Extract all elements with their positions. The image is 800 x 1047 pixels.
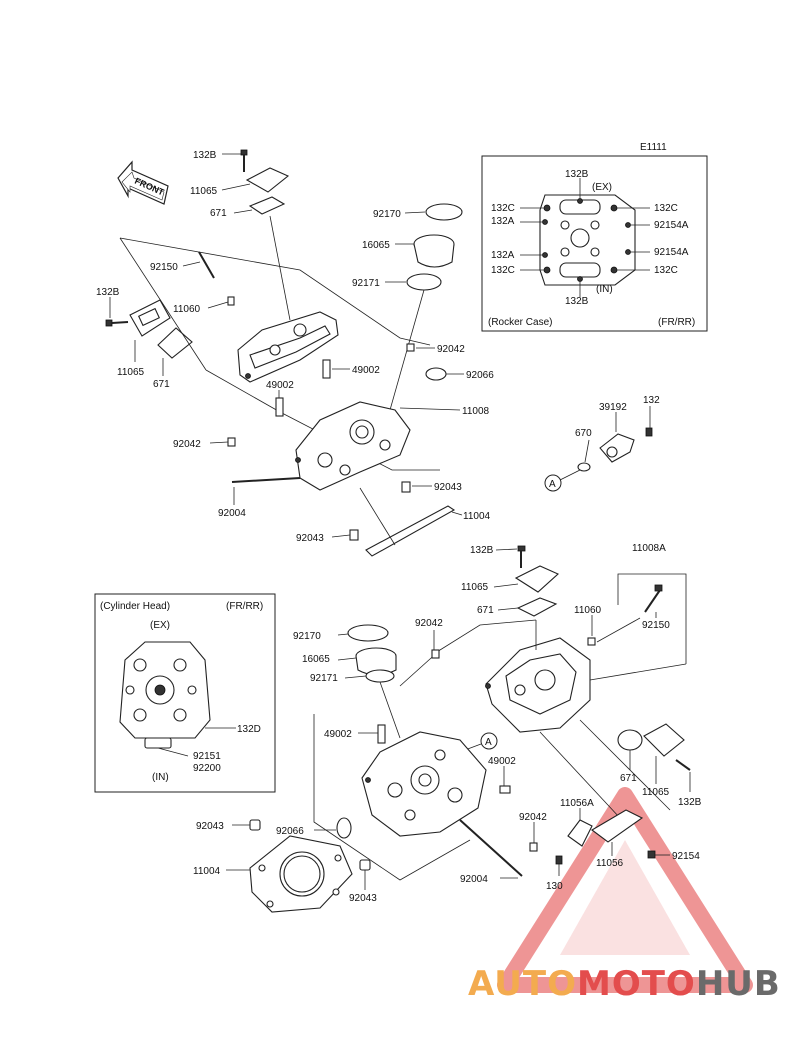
cylinder-label-92151: 92151: [193, 751, 221, 762]
rocker-label-132a-2: 132A: [491, 250, 515, 261]
label-92043-a: 92043: [434, 482, 462, 493]
label-671-c: 671: [477, 605, 494, 616]
label-92043-b: 92043: [296, 533, 324, 544]
label-49002-b: 49002: [266, 380, 294, 391]
label-11004-a: 11004: [463, 511, 491, 522]
label-92042-d: 92042: [519, 812, 547, 823]
label-11065-c: 11065: [461, 582, 489, 593]
label-92066-b: 92066: [276, 826, 304, 837]
rocker-label-132c-tr: 132C: [654, 203, 678, 214]
label-11008: 11008: [462, 406, 490, 417]
label-92170-a: 92170: [373, 209, 401, 220]
rocker-label-132b-bottom: 132B: [565, 296, 589, 307]
label-92042-b: 92042: [173, 439, 201, 450]
label-92170-b: 92170: [293, 631, 321, 642]
label-11056a: 11056A: [560, 798, 594, 809]
rocker-label-92154a-1: 92154A: [654, 220, 689, 231]
label-11008a: 11008A: [632, 543, 666, 554]
watermark-logo: AUTOMOTOHUB: [468, 787, 781, 1004]
rocker-inset-corner: (FR/RR): [658, 317, 695, 328]
cylinder-inset-title: (Cylinder Head): [100, 601, 170, 612]
label-49002-a: 49002: [352, 365, 380, 376]
rocker-label-132b-top: 132B: [565, 169, 589, 180]
label-132b-b: 132B: [96, 287, 120, 298]
label-39192: 39192: [599, 402, 627, 413]
label-132b-d: 132B: [678, 797, 702, 808]
label-11056: 11056: [596, 858, 624, 869]
label-92043-d: 92043: [349, 893, 377, 904]
front-arrow-icon: FRONT: [117, 160, 169, 205]
label-49002-d: 49002: [488, 756, 516, 767]
label-670: 670: [575, 428, 592, 439]
cylinder-label-132d: 132D: [237, 724, 261, 735]
label-11004-b: 11004: [193, 866, 221, 877]
part-labels: 132B 11065 671 92150 11060 132B 11065 67…: [96, 150, 702, 904]
label-671-d: 671: [620, 773, 637, 784]
circle-a-1: A: [549, 479, 556, 490]
figure-code: E1111: [640, 142, 667, 153]
label-92150-a: 92150: [150, 262, 178, 273]
lower-assembly: [226, 545, 691, 913]
label-92154: 92154: [672, 851, 700, 862]
label-11065-a: 11065: [190, 186, 218, 197]
rocker-in-label: (IN): [596, 284, 613, 295]
label-130: 130: [546, 881, 563, 892]
label-92042-a: 92042: [437, 344, 465, 355]
label-11065-b: 11065: [117, 367, 145, 378]
circle-a-2: A: [485, 737, 492, 748]
rocker-label-132c-bl: 132C: [491, 265, 515, 276]
label-92066-a: 92066: [466, 370, 494, 381]
label-92171-b: 92171: [310, 673, 338, 684]
label-11060-a: 11060: [173, 304, 201, 315]
label-671-a: 671: [210, 208, 227, 219]
rocker-label-132c-br: 132C: [654, 265, 678, 276]
watermark-auto: AUTOMOTOHUB: [468, 964, 781, 1004]
rocker-case-inset: 132B (EX) 132C 132C 132A 92154A 132A 921…: [481, 155, 708, 332]
label-92042-c: 92042: [415, 618, 443, 629]
label-11065-d: 11065: [642, 787, 670, 798]
cylinder-head-inset: (Cylinder Head) (FR/RR) (EX) 132D 92151 …: [94, 593, 276, 793]
label-132b-c: 132B: [470, 545, 494, 556]
rocker-label-132c-tl: 132C: [491, 203, 515, 214]
upper-assembly: [105, 149, 464, 557]
cylinder-ex-label: (EX): [150, 620, 170, 631]
label-11060-b: 11060: [574, 605, 602, 616]
cylinder-in-label: (IN): [152, 772, 169, 783]
fitting-group: [544, 406, 653, 492]
label-132b-a: 132B: [193, 150, 217, 161]
cylinder-label-92200: 92200: [193, 763, 221, 774]
label-16065-b: 16065: [302, 654, 330, 665]
label-132: 132: [643, 395, 660, 406]
label-671-b: 671: [153, 379, 170, 390]
rocker-label-132a-1: 132A: [491, 216, 515, 227]
rocker-label-92154a-2: 92154A: [654, 247, 689, 258]
label-92171-a: 92171: [352, 278, 380, 289]
rocker-ex-label: (EX): [592, 182, 612, 193]
label-16065-a: 16065: [362, 240, 390, 251]
cylinder-inset-corner: (FR/RR): [226, 601, 263, 612]
label-92004-b: 92004: [460, 874, 488, 885]
label-92004-a: 92004: [218, 508, 246, 519]
label-92150-b: 92150: [642, 620, 670, 631]
rocker-inset-title: (Rocker Case): [488, 317, 552, 328]
label-92043-c: 92043: [196, 821, 224, 832]
label-49002-c: 49002: [324, 729, 352, 740]
